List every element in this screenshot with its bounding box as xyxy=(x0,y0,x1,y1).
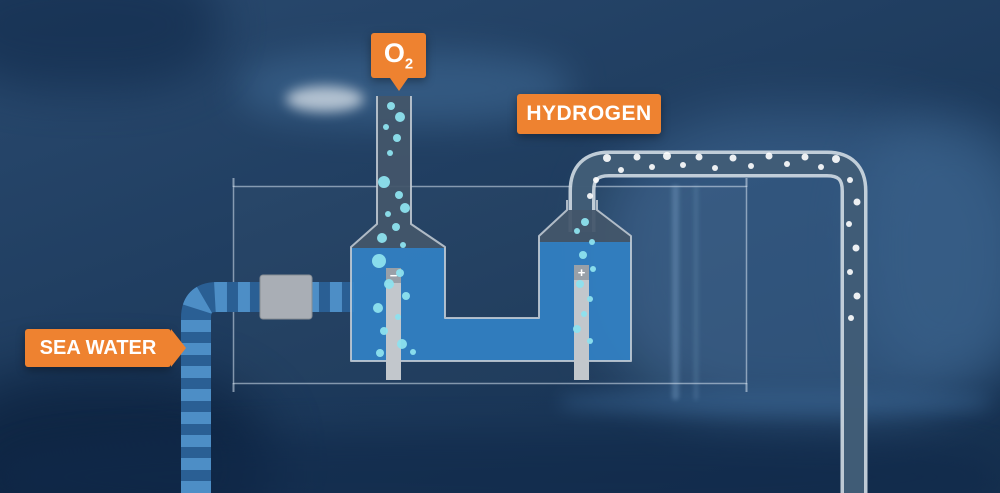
right-headspace xyxy=(539,210,631,243)
o2-label-text: O2 xyxy=(383,38,414,73)
hydrogen-label: HYDROGEN xyxy=(517,94,661,134)
sea-water-label-text: SEA WATER xyxy=(39,336,157,359)
electrolyte-water xyxy=(351,242,631,361)
vessel-walls xyxy=(350,96,632,362)
anode-electrode: + xyxy=(574,265,589,380)
pipe-connector xyxy=(259,274,313,320)
hydrogen-label-text: HYDROGEN xyxy=(526,102,652,125)
electrolysis-vessel xyxy=(350,96,632,362)
anode-sign: + xyxy=(578,265,586,280)
oxygen-bubbles xyxy=(372,102,416,357)
sea-water-arrow-icon xyxy=(171,329,186,367)
o2-pointer-icon xyxy=(389,78,408,91)
o2-label: O2 xyxy=(371,33,426,91)
pipe-bubbles xyxy=(587,152,861,321)
sea-water-label: SEA WATER xyxy=(25,329,186,367)
cathode-sign: − xyxy=(390,268,398,283)
sea-water-pipe xyxy=(181,282,354,493)
left-headspace xyxy=(351,96,445,248)
sea-water-pipe-stripes xyxy=(181,282,354,493)
hydrogen-bubbles xyxy=(573,218,596,344)
